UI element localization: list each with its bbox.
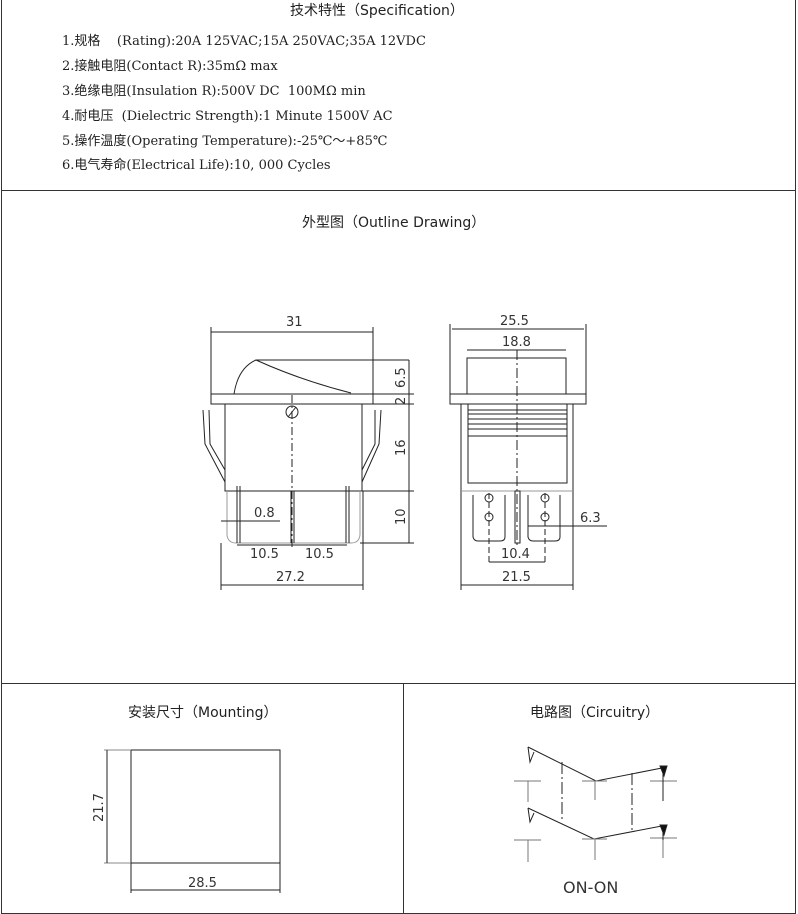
circuit-title: 电路图（Circuitry） <box>530 705 660 721</box>
dim-rocker-width: 18.8 <box>502 335 531 350</box>
spec-item: 6.电气寿命(Electrical Life):10, 000 Cycles <box>62 158 331 173</box>
dim-terminal-length: 10 <box>394 508 409 525</box>
spec-title: 技术特性（Specification） <box>290 3 464 19</box>
contact-arrow-icon <box>659 765 668 778</box>
divider-spec <box>1 190 795 191</box>
circuit-label: ON-ON <box>563 878 618 897</box>
dim-pitch-right: 10.5 <box>305 547 334 562</box>
dim-width: 31 <box>286 315 303 330</box>
dim-terminal-pitch: 10.4 <box>501 547 530 562</box>
divider-vertical <box>403 683 404 914</box>
divider-outline <box>1 683 795 684</box>
mounting-title: 安装尺寸（Mounting） <box>128 705 278 721</box>
front-view: 25.5 18.8 6.3 10.4 21.5 <box>449 314 607 590</box>
mounting-cutout: 21.7 28.5 <box>92 749 281 893</box>
dim-rocker-height: 6.5 <box>394 367 409 388</box>
mounting-width: 28.5 <box>188 876 217 891</box>
dim-flange-width: 25.5 <box>500 314 529 329</box>
outline-title: 外型图（Outline Drawing） <box>302 215 486 231</box>
dim-front-body-width: 21.5 <box>502 570 531 585</box>
dim-flange: 2 <box>394 397 409 405</box>
spec-item: 4.耐电压 (Dielectric Strength):1 Minute 150… <box>62 109 393 124</box>
dim-pitch-left: 10.5 <box>250 547 279 562</box>
contact-arrow-icon <box>659 824 668 837</box>
dim-terminal-width: 6.3 <box>580 511 601 526</box>
dim-body-width: 27.2 <box>276 570 305 585</box>
mounting-height: 21.7 <box>92 793 107 822</box>
dim-terminal-thickness: 0.8 <box>254 506 275 521</box>
circuit-diagram: ON-ON <box>514 746 677 897</box>
dim-body-height: 16 <box>394 439 409 456</box>
spec-item: 1.规格 (Rating):20A 125VAC;15A 250VAC;35A … <box>62 34 426 49</box>
spec-item: 5.操作温度(Operating Temperature):-25℃～+85℃ <box>62 134 388 149</box>
side-view: 31 0.8 10.5 10.5 27.2 6.5 2 16 10 <box>202 315 414 590</box>
spec-item: 2.接触电阻(Contact R):35mΩ max <box>62 59 278 74</box>
spec-item: 3.绝缘电阻(Insulation R):500V DC 100MΩ min <box>62 84 366 99</box>
